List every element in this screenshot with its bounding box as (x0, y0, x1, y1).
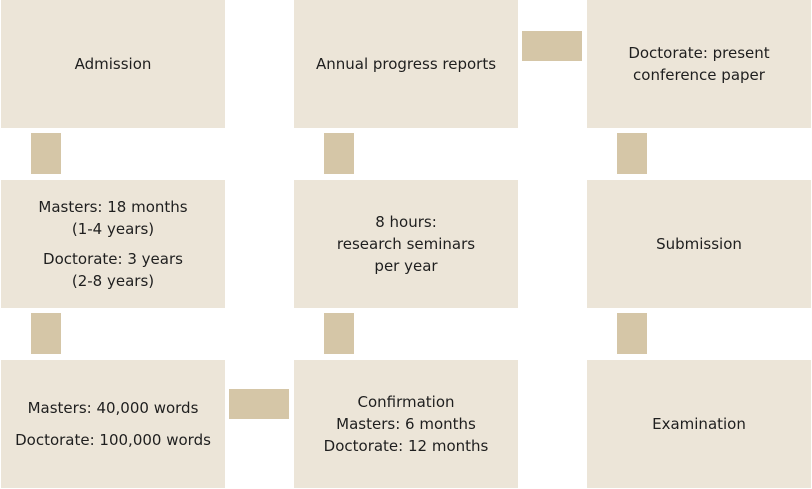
duration-doctorate-range: (2-8 years) (71, 272, 155, 290)
connector-reports-seminars (324, 133, 354, 174)
seminars-hours: 8 hours: (375, 213, 437, 231)
box-word-limit: Masters: 40,000 words Doctorate: 100,000… (1, 360, 225, 488)
connector-conference-submission (617, 133, 647, 174)
conference-line2: conference paper (633, 66, 765, 84)
connector-reports-conference (522, 31, 582, 61)
box-conference: Doctorate: present conference paper (587, 0, 811, 128)
box-submission: Submission (587, 180, 811, 308)
admission-label: Admission (74, 55, 152, 73)
submission-label: Submission (656, 235, 742, 253)
duration-doctorate: Doctorate: 3 years (43, 250, 183, 268)
seminars-type: research seminars (336, 235, 476, 253)
box-examination: Examination (587, 360, 811, 488)
examination-label: Examination (652, 415, 746, 433)
box-seminars: 8 hours: research seminars per year (294, 180, 518, 308)
connector-wordlimit-confirmation (229, 389, 289, 419)
connector-submission-examination (617, 313, 647, 354)
box-confirmation: Confirmation Masters: 6 months Doctorate… (294, 360, 518, 488)
conference-line1: Doctorate: present (628, 44, 770, 62)
seminars-period: per year (374, 257, 438, 275)
box-progress-reports: Annual progress reports (294, 0, 518, 128)
confirmation-masters: Masters: 6 months (336, 415, 476, 433)
connector-duration-wordlimit (31, 313, 61, 354)
word-limit-doctorate: Doctorate: 100,000 words (15, 431, 211, 449)
progress-reports-label: Annual progress reports (315, 55, 497, 73)
confirmation-title: Confirmation (357, 393, 455, 411)
word-limit-masters: Masters: 40,000 words (27, 399, 199, 417)
box-admission: Admission (1, 0, 225, 128)
connector-seminars-confirmation (324, 313, 354, 354)
confirmation-doctorate: Doctorate: 12 months (323, 437, 489, 455)
duration-masters: Masters: 18 months (38, 198, 188, 216)
connector-admission-duration (31, 133, 61, 174)
box-duration: Masters: 18 months (1-4 years) Doctorate… (1, 180, 225, 308)
duration-masters-range: (1-4 years) (71, 220, 155, 238)
